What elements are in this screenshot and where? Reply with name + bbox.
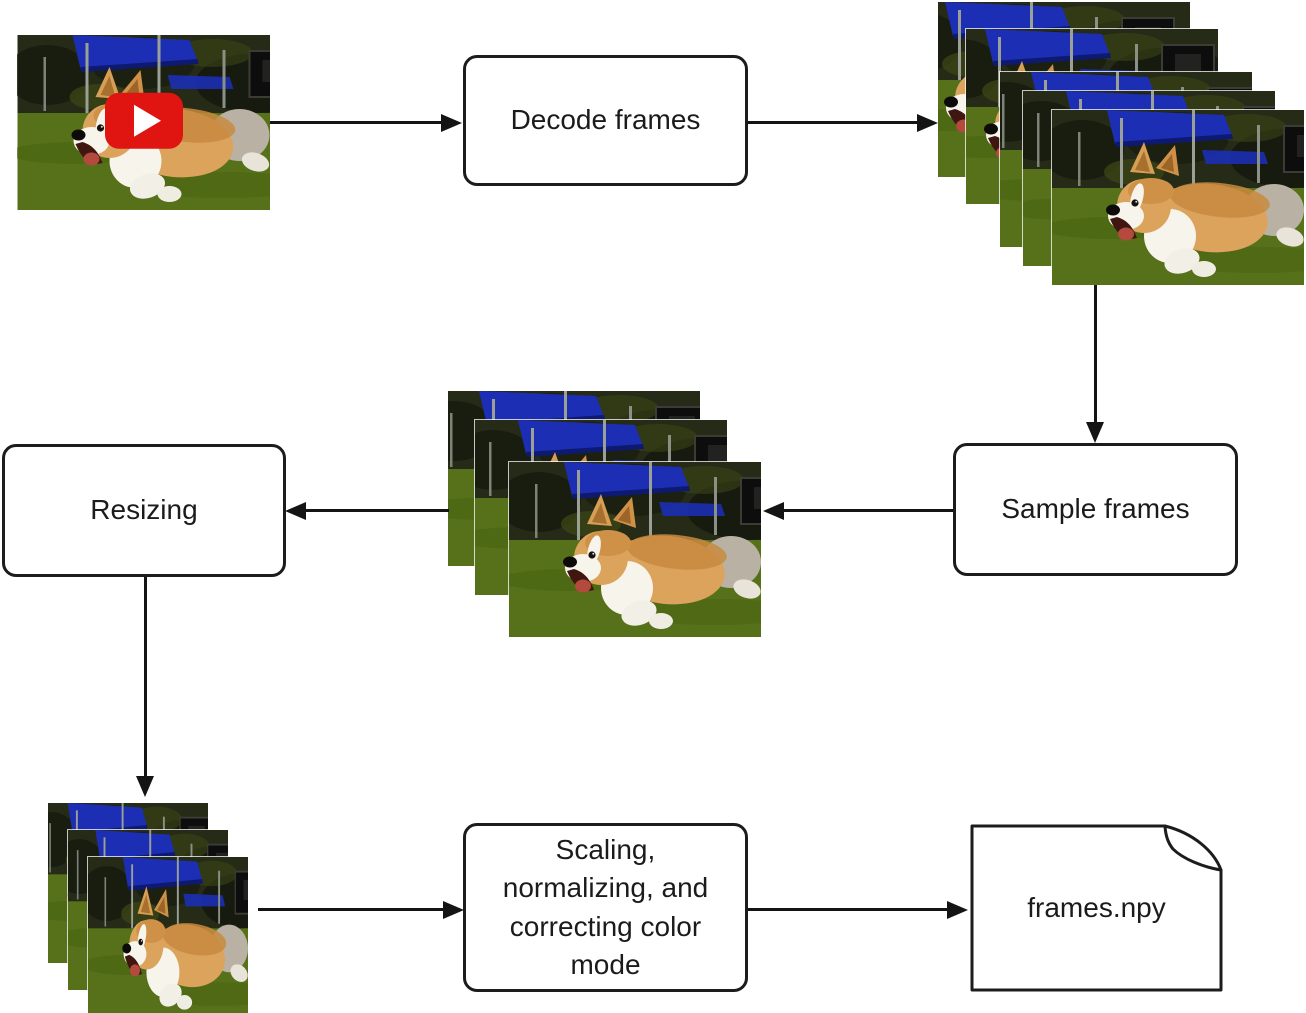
- output-file-label: frames.npy: [1027, 892, 1166, 923]
- node-sample-frames: Sample frames: [953, 443, 1238, 576]
- video-frame: [509, 462, 761, 637]
- arrowhead-resizing-to-resized-stack: [136, 776, 154, 797]
- play-icon: [133, 104, 161, 137]
- node-resizing-label: Resizing: [90, 494, 198, 526]
- arrowhead-scaling-to-output: [947, 901, 968, 919]
- arrow-resized-stack-to-scaling: [258, 908, 443, 911]
- arrowhead-video-to-decode: [441, 114, 462, 132]
- node-scaling-normalizing: Scaling, normalizing, and correcting col…: [463, 823, 748, 992]
- arrow-resizing-to-resized-stack: [144, 577, 147, 776]
- arrow-video-to-decode: [270, 121, 441, 124]
- node-output-file: frames.npy: [968, 823, 1225, 993]
- node-decode-frames-label: Decode frames: [510, 104, 701, 136]
- video-frame: [1052, 110, 1304, 285]
- youtube-play-button[interactable]: [104, 92, 183, 149]
- arrowhead-decoded-stack-to-sample: [1086, 422, 1104, 443]
- arrowhead-sampled-stack-to-resizing: [285, 502, 306, 520]
- node-sample-frames-label: Sample frames: [1001, 493, 1190, 525]
- video-thumbnail[interactable]: [17, 35, 270, 210]
- arrowhead-sample-to-sampled-stack: [763, 502, 784, 520]
- node-scaling-normalizing-label: Scaling, normalizing, and correcting col…: [502, 834, 709, 980]
- node-resizing: Resizing: [2, 444, 286, 577]
- arrowhead-decode-to-decoded-stack: [917, 114, 938, 132]
- video-frame: [88, 857, 248, 1013]
- arrow-sample-to-sampled-stack: [784, 509, 953, 512]
- arrow-decode-to-decoded-stack: [748, 121, 917, 124]
- document-icon: [970, 824, 1223, 992]
- arrow-sampled-stack-to-resizing: [306, 509, 449, 512]
- arrowhead-resized-stack-to-scaling: [443, 901, 464, 919]
- arrow-scaling-to-output: [748, 908, 947, 911]
- arrow-decoded-stack-to-sample: [1094, 285, 1097, 422]
- node-decode-frames: Decode frames: [463, 55, 748, 186]
